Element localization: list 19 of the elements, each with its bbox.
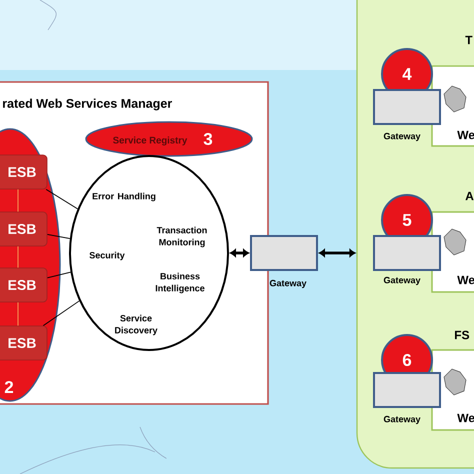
- esb-box: ESB: [0, 154, 48, 190]
- node-label: A: [466, 192, 474, 200]
- esb-box: ESB: [0, 212, 48, 246]
- esb-box: ESB: [0, 268, 48, 302]
- double-arrow: [230, 249, 250, 257]
- node-label: Gateway: [384, 132, 420, 142]
- node-label: Gateway: [384, 276, 420, 286]
- connector-line: [46, 234, 70, 239]
- node-label: FS: [455, 330, 470, 340]
- connector-line: [46, 188, 78, 210]
- node-label: Gateway: [270, 280, 306, 288]
- connector-line: [42, 300, 80, 326]
- connector-line: [46, 272, 71, 278]
- node-label: Gateway: [384, 416, 420, 424]
- double-arrow: [318, 249, 356, 257]
- node-label: T: [465, 36, 472, 44]
- registry-oval: Service Registry 3: [85, 121, 253, 157]
- services-oval: Error Handling Transaction Monitoring Security Business Intelligence Service Discovery: [69, 155, 229, 351]
- esb-box: ESB: [0, 326, 48, 360]
